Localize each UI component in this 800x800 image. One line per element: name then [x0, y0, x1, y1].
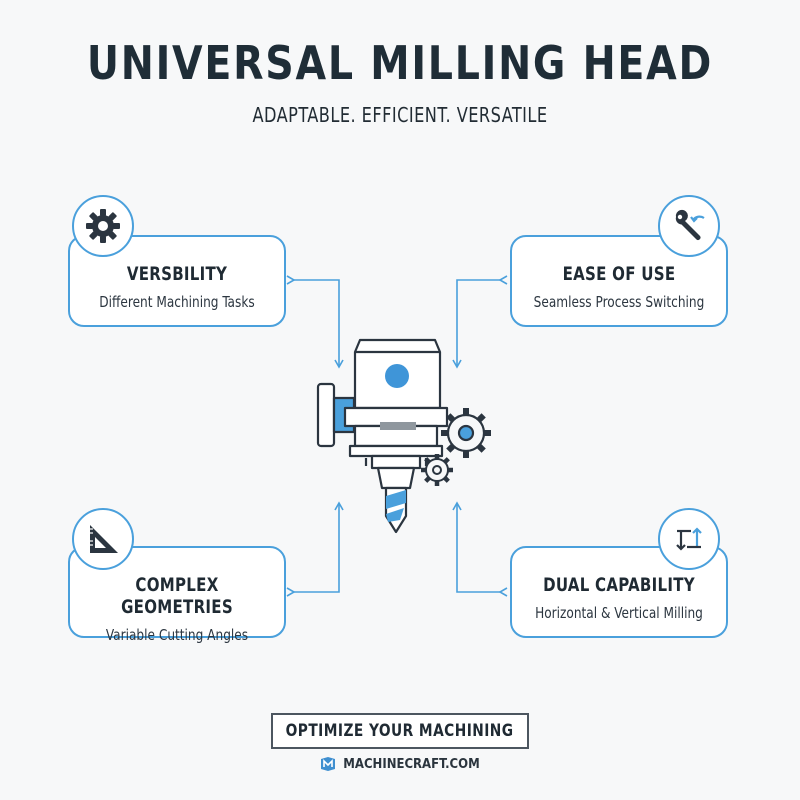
large-gear-icon — [441, 408, 491, 458]
arrow-bottom-left — [286, 501, 344, 597]
brand-name: MACHINECRAFT.COM — [343, 756, 480, 772]
feature-subtitle: Horizontal & Vertical Milling — [535, 604, 703, 622]
arrow-top-left — [286, 275, 344, 369]
arrow-bottom-right — [452, 501, 508, 597]
feature-subtitle: Variable Cutting Angles — [105, 626, 249, 644]
arrow-top-right — [452, 275, 508, 369]
small-gear-icon — [421, 454, 453, 486]
page-subtitle: ADAPTABLE. EFFICIENT. VERSATILE — [252, 103, 548, 127]
set-square-icon — [72, 508, 134, 570]
cta-optimize-button[interactable]: OPTIMIZE YOUR MACHINING — [271, 713, 529, 749]
feature-subtitle: Different Machining Tasks — [99, 293, 255, 311]
swap-arrows-icon — [658, 508, 720, 570]
page-title: UNIVERSAL MILLING HEAD — [86, 36, 714, 90]
machinecraft-logo-icon — [321, 757, 336, 771]
indicator-dot — [385, 364, 409, 388]
feature-subtitle: Seamless Process Switching — [533, 293, 705, 311]
feature-title: COMPLEX GEOMETRIES — [121, 574, 233, 618]
wrench-icon — [658, 195, 720, 257]
gear-icon — [72, 195, 134, 257]
feature-card-complex-geometries: COMPLEX GEOMETRIES Variable Cutting Angl… — [68, 546, 286, 644]
feature-title: VERSBILITY — [126, 263, 228, 285]
feature-title: EASE OF USE — [562, 263, 676, 285]
feature-card-ease-of-use: EASE OF USE Seamless Process Switching — [510, 235, 728, 327]
brand-footer[interactable]: MACHINECRAFT.COM — [0, 756, 800, 772]
feature-title: DUAL CAPABILITY — [543, 574, 695, 596]
cta-label: OPTIMIZE YOUR MACHINING — [286, 721, 514, 741]
